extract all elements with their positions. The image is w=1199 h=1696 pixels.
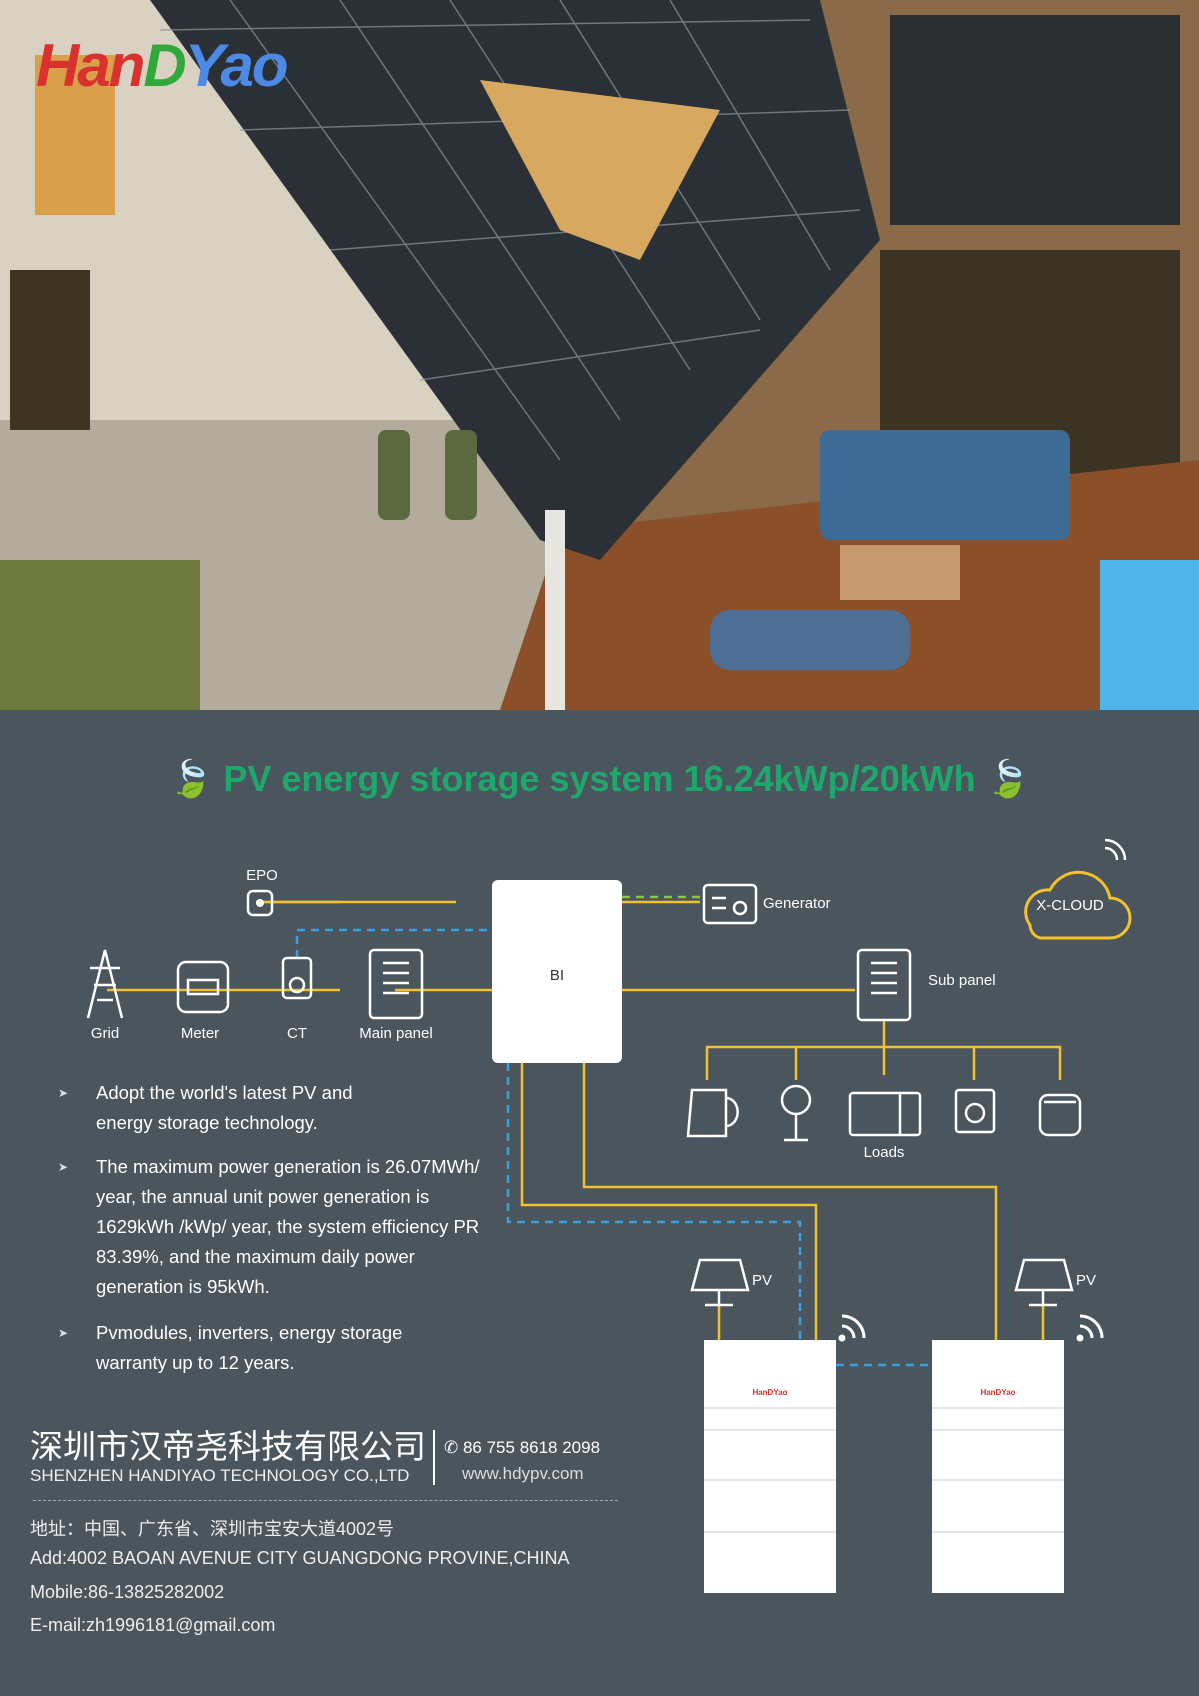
phone-icon: ✆	[444, 1438, 463, 1457]
battery-right: HanDYao	[932, 1340, 1064, 1593]
battery-left: HanDYao	[704, 1340, 836, 1593]
fan-icon	[780, 1084, 812, 1142]
ct-icon	[281, 956, 313, 1000]
company-name-en: SHENZHEN HANDIYAO TECHNOLOGY CO.,LTD	[30, 1466, 410, 1485]
svg-text:PV: PV	[752, 1272, 772, 1289]
epo-icon	[246, 889, 274, 917]
drainpipe	[545, 510, 565, 710]
leaf-icon: 🍃	[168, 758, 224, 799]
rice-cooker-icon	[1038, 1093, 1082, 1137]
ev-charger	[445, 430, 477, 520]
page-title: 🍃 PV energy storage system 16.24kWp/20kW…	[168, 758, 1031, 799]
dashed-divider	[33, 1500, 618, 1501]
svg-text:Meter: Meter	[181, 1025, 219, 1042]
website-link[interactable]: www.hdypv.com	[462, 1464, 584, 1483]
feature-item: ➤Adopt the world's latest PV and energy …	[58, 1078, 396, 1138]
microwave-icon	[848, 1091, 922, 1137]
feature-item: ➤Pvmodules, inverters, energy storage wa…	[58, 1318, 446, 1378]
divider	[433, 1430, 435, 1485]
svg-text:Main panel: Main panel	[359, 1025, 432, 1042]
svg-text:Generator: Generator	[763, 895, 831, 912]
leaf-icon: 🍃	[975, 758, 1031, 799]
address-cn: 地址：中国、广东省、深圳市宝安大道4002号	[30, 1519, 395, 1539]
inverter-bi	[492, 880, 622, 1063]
brand-logo: HanDYao	[36, 32, 289, 99]
window	[890, 15, 1180, 225]
feature-item: ➤The maximum power generation is 26.07MW…	[58, 1152, 506, 1302]
wifi-icon	[1104, 838, 1127, 861]
arrow-icon: ➤	[58, 1326, 69, 1340]
meter-icon	[176, 960, 230, 1014]
inverter-label: BI	[550, 967, 564, 984]
wifi-icon	[1076, 1314, 1104, 1342]
arrow-icon: ➤	[58, 1086, 69, 1100]
power-wires	[107, 900, 1062, 1340]
loads-icons	[686, 1084, 1082, 1142]
washer-icon	[954, 1088, 996, 1134]
svg-text:EPO: EPO	[246, 867, 278, 884]
phone: ✆ 86 755 8618 2098	[444, 1438, 601, 1457]
table	[840, 545, 960, 600]
svg-text:Grid: Grid	[91, 1025, 119, 1042]
left-window	[35, 55, 115, 215]
communication-wires	[295, 928, 932, 1367]
house-illustration	[0, 0, 1199, 710]
sofa	[820, 430, 1070, 540]
svg-text:Sub panel: Sub panel	[928, 972, 996, 989]
arrow-icon: ➤	[58, 1160, 69, 1174]
wifi-icon	[838, 1314, 866, 1342]
main-panel-icon	[368, 948, 424, 1020]
svg-text:X-CLOUD: X-CLOUD	[1036, 897, 1104, 914]
ev-charger	[378, 430, 410, 520]
pv-panel-icon	[690, 1258, 750, 1307]
generator-icon	[702, 883, 758, 925]
email: E-mail:zh1996181@gmail.com	[30, 1615, 276, 1635]
kettle-icon	[686, 1088, 739, 1138]
svg-text:CT: CT	[287, 1025, 307, 1042]
roof-window	[480, 80, 720, 260]
mobile: Mobile:86-13825282002	[30, 1582, 225, 1602]
shrubs	[0, 560, 200, 710]
grid-tower-icon	[86, 949, 124, 1019]
hero-photo: HanDYao	[0, 0, 1199, 710]
pool	[1100, 560, 1199, 710]
pv-panel-icon	[1014, 1258, 1074, 1307]
cloud-icon	[1024, 870, 1132, 940]
svg-text:PV: PV	[1076, 1272, 1096, 1289]
company-name-cn: 深圳市汉帝尧科技有限公司	[30, 1428, 426, 1465]
address-en: Add:4002 BAOAN AVENUE CITY GUANGDONG PRO…	[30, 1548, 570, 1568]
svg-text:HanDYao: HanDYao	[752, 1388, 787, 1397]
sub-panel-icon	[856, 948, 912, 1022]
lounger	[710, 610, 910, 670]
svg-text:Loads: Loads	[864, 1144, 905, 1161]
svg-text:HanDYao: HanDYao	[980, 1388, 1015, 1397]
